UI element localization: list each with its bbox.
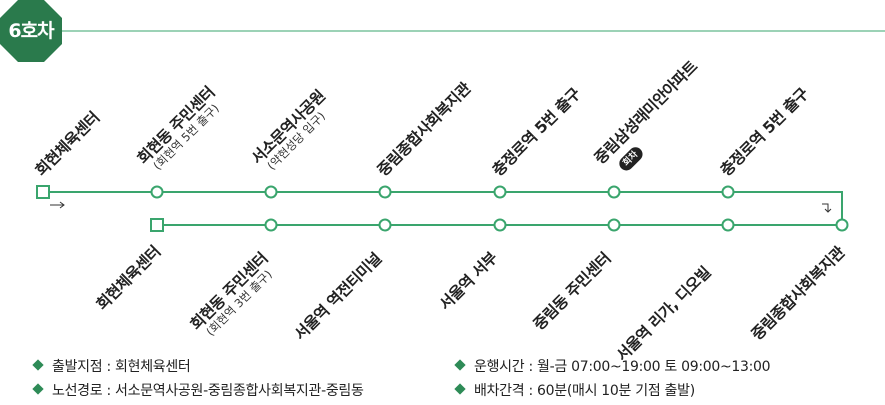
stop-marker: [264, 218, 278, 232]
diamond-icon: [32, 383, 44, 395]
stop-marker: [607, 218, 621, 232]
route-name: 6호차: [8, 20, 54, 42]
end-stop-marker: [150, 218, 164, 232]
stop-marker: [150, 185, 164, 199]
stop-marker: [264, 185, 278, 199]
info-hours: 운행시간 : 월-금 07:00~19:00 토 09:00~13:00: [454, 356, 771, 376]
stop-marker: [835, 218, 849, 232]
info-start: 출발지점 : 회현체육센터: [32, 356, 191, 376]
start-stop-marker: [36, 185, 50, 199]
info-interval: 배차간격 : 60분(매시 10분 기점 출발): [454, 380, 695, 400]
stop-marker: [493, 185, 507, 199]
stop-marker: [607, 185, 621, 199]
stop-marker: [378, 185, 392, 199]
diamond-icon: [454, 359, 466, 371]
direction-arrow-icon: [50, 201, 65, 209]
diamond-icon: [32, 359, 44, 371]
stop-marker: [721, 185, 735, 199]
diamond-icon: [454, 383, 466, 395]
stop-marker: [721, 218, 735, 232]
badge-octagon: [0, 0, 62, 62]
stop-marker: [493, 218, 507, 232]
route-line-outbound: [43, 191, 843, 225]
route-badge: 6호차: [0, 0, 62, 62]
stop-marker: [378, 218, 392, 232]
turn-arrow-icon: [822, 203, 832, 213]
info-route: 노선경로 : 서소문역사공원-중림종합사회복지관-중림동: [32, 380, 364, 400]
